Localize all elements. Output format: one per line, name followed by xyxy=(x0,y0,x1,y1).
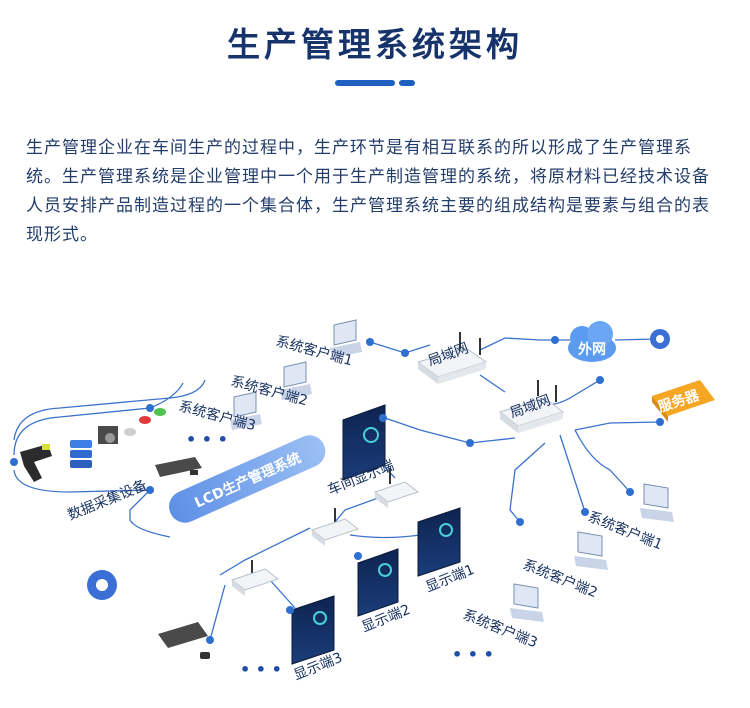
client-computer-2-icon xyxy=(280,361,312,400)
gear-icon-bottom-left xyxy=(87,570,117,600)
title-underline-short xyxy=(399,80,415,86)
display-3-icon xyxy=(291,595,335,665)
title-underline-long xyxy=(335,80,395,86)
database-icon xyxy=(70,440,92,468)
router-mid-2-icon xyxy=(310,508,360,546)
intro-paragraph: 生产管理企业在车间生产的过程中，生产环节是有相互联系的所以形成了生产管理系统。生… xyxy=(26,138,710,245)
client-right-2-icon xyxy=(574,531,608,570)
router-mid-3-icon xyxy=(230,560,280,596)
data-collection-outline xyxy=(13,379,206,441)
more-dots-left: • • • xyxy=(186,430,228,449)
client-right-3-icon xyxy=(510,583,544,622)
signal-lights-icon xyxy=(124,408,166,436)
lan-router-2-icon xyxy=(498,380,565,433)
gear-icon-top-right xyxy=(650,329,670,349)
lan-router-1-icon xyxy=(416,332,488,384)
workshop-display-icon xyxy=(342,404,386,481)
client-computer-1-icon xyxy=(330,319,362,358)
more-dots-bottom: • • • xyxy=(240,660,282,679)
page-title: 生产管理系统架构 xyxy=(227,25,523,64)
client-computer-3-icon xyxy=(230,391,262,430)
internet-cloud-icon xyxy=(568,321,616,362)
display-2-icon xyxy=(357,548,399,617)
keyboard-bottom-icon xyxy=(158,622,210,659)
data-collection-label: 数据采集设备 xyxy=(65,476,149,523)
architecture-diagram: LCD生产管理系统 数据采集设备 • • • 系统客户端1 系统客户 xyxy=(10,319,715,684)
camera-icon xyxy=(98,426,118,444)
more-dots-right: • • • xyxy=(452,645,494,664)
internet-label: 外网 xyxy=(578,341,606,358)
keyboard-icon xyxy=(155,457,202,477)
client-right-1-icon xyxy=(640,483,674,522)
router-mid-1-icon xyxy=(373,468,420,508)
display-1-icon xyxy=(417,507,461,577)
server-badge xyxy=(652,380,715,422)
scanner-icon xyxy=(20,444,52,482)
